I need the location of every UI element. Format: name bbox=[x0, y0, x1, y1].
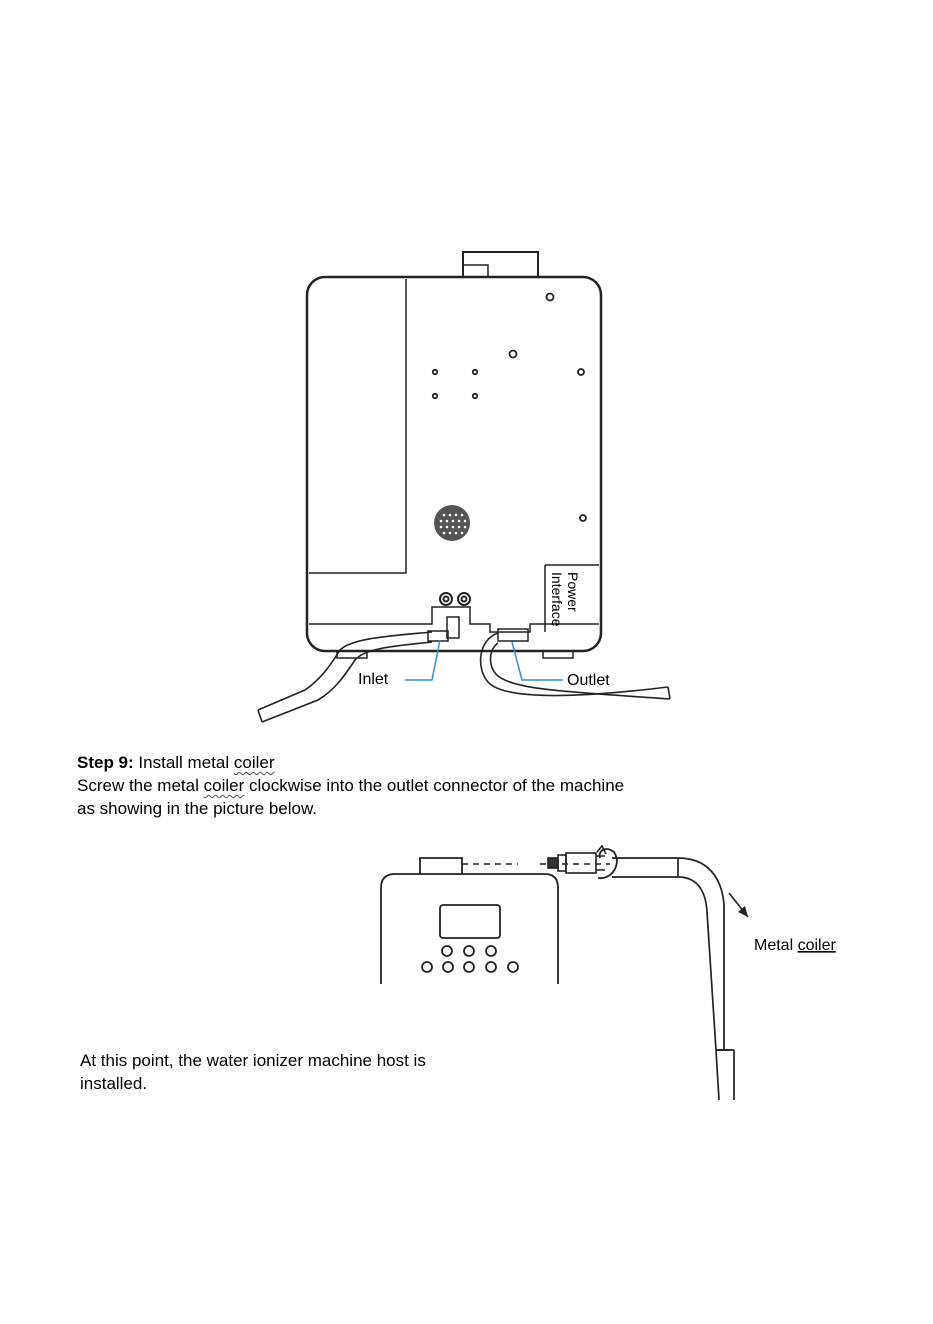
inlet-leader-line bbox=[405, 640, 440, 680]
step-9-instructions: Step 9: Install metal coiler Screw the m… bbox=[77, 751, 777, 820]
body-line1-suffix: clockwise into the outlet connector of t… bbox=[244, 776, 624, 795]
metal-coiler-tube bbox=[612, 858, 734, 1100]
outlet-label: Outlet bbox=[567, 672, 610, 689]
power-interface-label-line2: Interface bbox=[549, 572, 565, 627]
machine-front bbox=[381, 874, 558, 984]
step-9-body-line2: as showing in the picture below. bbox=[77, 797, 777, 820]
closing-line1: At this point, the water ionizer machine… bbox=[80, 1049, 510, 1072]
step-9-title: Step 9: Install metal coiler bbox=[77, 751, 777, 774]
outlet-hose bbox=[481, 633, 670, 699]
step-9-title-prefix: Install metal bbox=[138, 753, 233, 772]
closing-line2: installed. bbox=[80, 1072, 510, 1095]
display-screen bbox=[440, 905, 500, 938]
inlet-hose bbox=[258, 632, 432, 722]
coiler-nozzle bbox=[716, 1050, 734, 1100]
outlet-leader-line bbox=[512, 642, 563, 680]
metal-coiler-label: Metal coiler bbox=[754, 937, 836, 954]
step-9-heading: Step 9: bbox=[77, 753, 134, 772]
body-line1-word: coiler bbox=[204, 776, 245, 795]
fan-grille-icon bbox=[434, 505, 470, 541]
closing-text: At this point, the water ionizer machine… bbox=[80, 1049, 510, 1095]
power-interface-label-line1: Power bbox=[565, 572, 581, 612]
step-9-title-word: coiler bbox=[234, 753, 275, 772]
step-9-body-line1: Screw the metal coiler clockwise into th… bbox=[77, 774, 777, 797]
inlet-label: Inlet bbox=[358, 671, 389, 688]
body-line1-prefix: Screw the metal bbox=[77, 776, 204, 795]
machine-back-diagram: Inlet Outlet Power Interface bbox=[0, 0, 933, 740]
